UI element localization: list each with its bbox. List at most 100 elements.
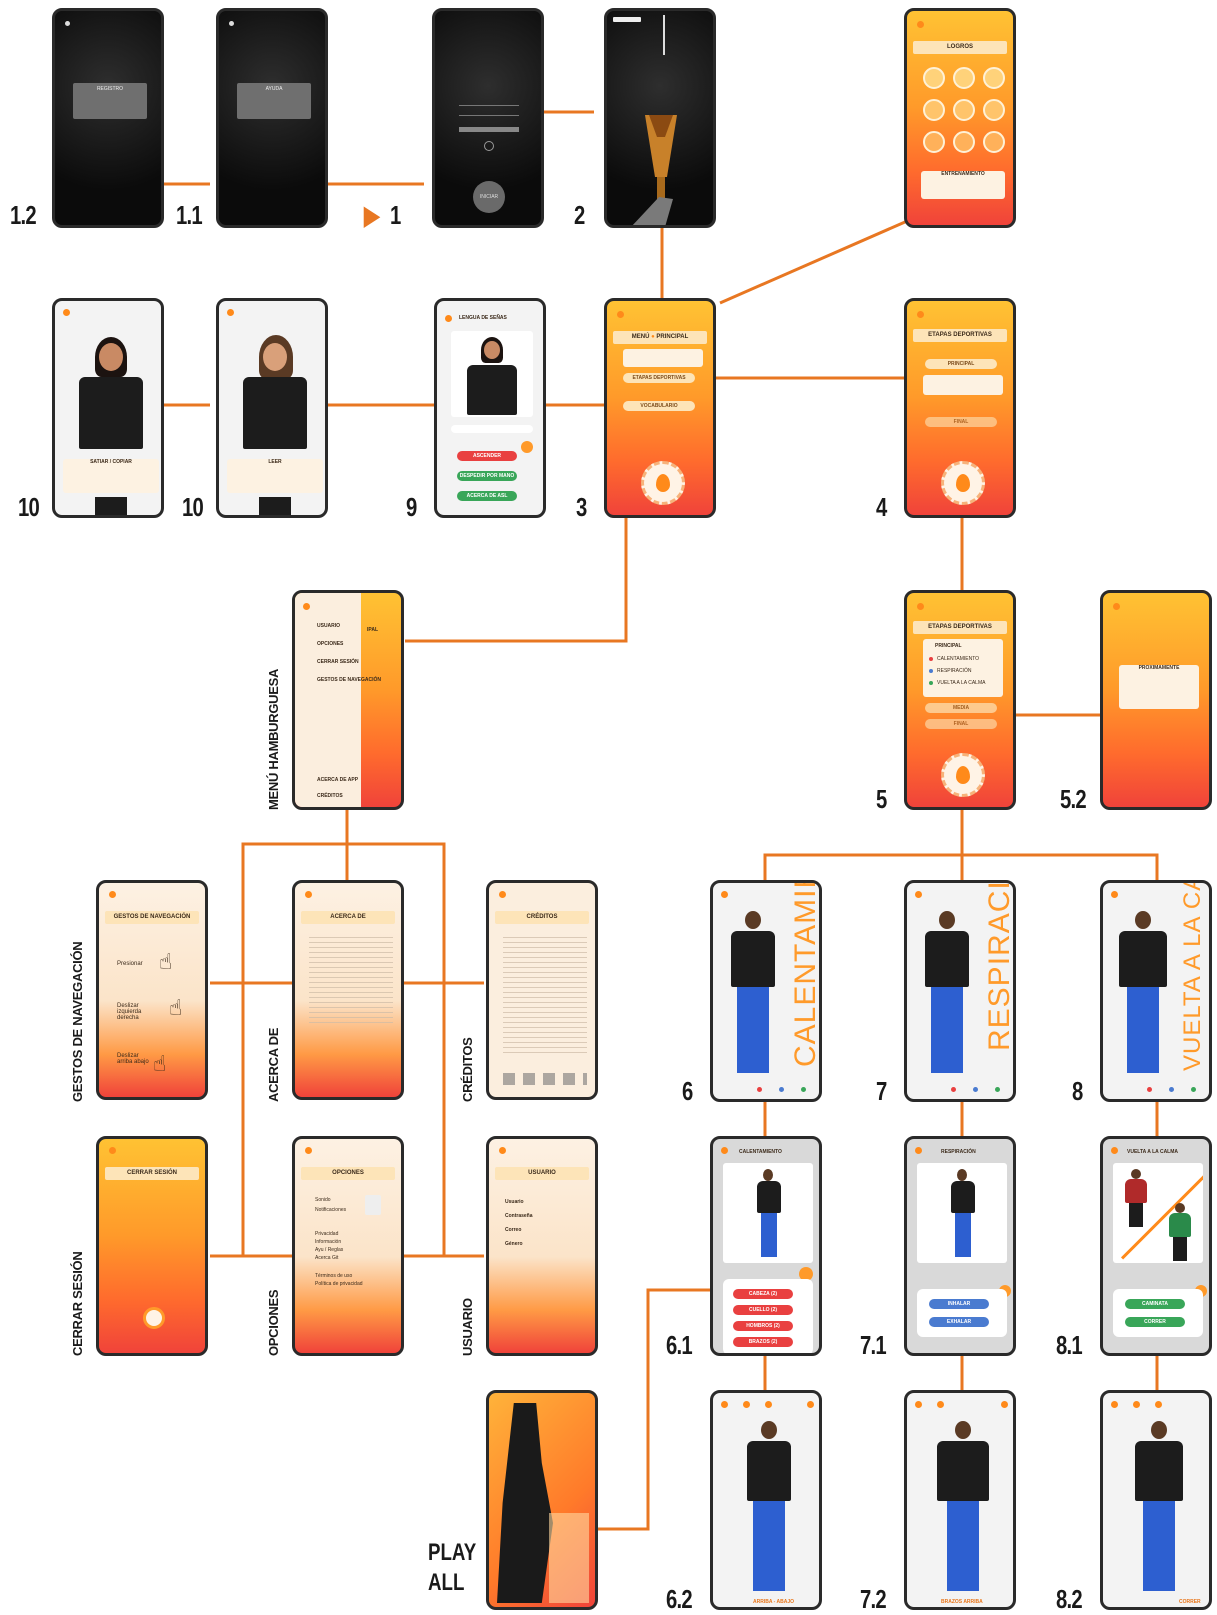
control-dot[interactable] <box>743 1401 750 1408</box>
option-item[interactable]: Ayu / Reglas <box>315 1247 344 1253</box>
menu-dot[interactable] <box>917 21 924 28</box>
page-dot[interactable] <box>973 1087 978 1092</box>
menu-item[interactable]: VOCABULARIO <box>623 401 695 411</box>
screen-video-7-2[interactable]: BRAZOS ARRIBA <box>904 1390 1016 1610</box>
exercise-pill[interactable]: CAMINATA <box>1125 1299 1185 1309</box>
exercise-pill[interactable]: HOMBROS (2) <box>733 1321 793 1331</box>
screen-vuelta-calma[interactable]: VUELTA A LA CALMA <box>1100 880 1212 1102</box>
stage-item[interactable]: RESPIRACIÓN <box>937 668 972 674</box>
drawer-item-acerca[interactable]: ACERCA DE APP <box>317 777 359 783</box>
screen-opciones[interactable]: OPCIONES Sonido Notificaciones Privacida… <box>292 1136 404 1356</box>
menu-dot[interactable] <box>499 891 506 898</box>
screen-lengua[interactable]: LENGUA DE SEÑAS ASCENDER DESPEDIR POR MA… <box>434 298 546 518</box>
page-dot[interactable] <box>1191 1087 1196 1092</box>
menu-dot[interactable] <box>917 311 924 318</box>
screen-video-8-2[interactable]: CORRER <box>1100 1390 1212 1610</box>
menu-dot[interactable] <box>721 1147 728 1154</box>
screen-acerca[interactable]: ACERCA DE <box>292 880 404 1100</box>
menu-dot[interactable] <box>915 1147 922 1154</box>
screen-etapas-5[interactable]: ETAPAS DEPORTIVAS PRINCIPAL CALENTAMIENT… <box>904 590 1016 810</box>
screen-respiracion-detail[interactable]: RESPIRACIÓN INHALAR EXHALAR <box>904 1136 1016 1356</box>
menu-dot[interactable] <box>305 891 312 898</box>
option-item[interactable]: Política de privacidad <box>315 1281 363 1287</box>
video-frame[interactable] <box>451 331 533 417</box>
screen-gestos[interactable]: GESTOS DE NAVEGACIÓN Presionar ☝ Desliza… <box>96 880 208 1100</box>
option-item[interactable]: Acerca Git <box>315 1255 339 1261</box>
timer-icon[interactable] <box>799 1267 813 1281</box>
screen-torch[interactable] <box>604 8 716 228</box>
stage-final[interactable]: FINAL <box>925 417 997 427</box>
control-dot[interactable] <box>1133 1401 1140 1408</box>
menu-item[interactable]: ETAPAS DEPORTIVAS <box>623 373 695 383</box>
menu-dot[interactable] <box>109 891 116 898</box>
stage-media[interactable]: MEDIA <box>925 703 997 713</box>
page-dot[interactable] <box>1147 1087 1152 1092</box>
screen-ayuda[interactable]: AYUDA <box>216 8 328 228</box>
search-icon[interactable] <box>521 441 533 453</box>
menu-dot[interactable] <box>445 315 452 322</box>
control-dot[interactable] <box>807 1401 814 1408</box>
menu-dot[interactable] <box>1113 603 1120 610</box>
stage-final[interactable]: FINAL <box>925 719 997 729</box>
menu-dot[interactable] <box>915 891 922 898</box>
exercise-pill[interactable]: CORRER <box>1125 1317 1185 1327</box>
menu-dot[interactable] <box>227 309 234 316</box>
option-item[interactable]: Notificaciones <box>315 1207 347 1213</box>
drawer-item-gestos[interactable]: GESTOS DE NAVEGACIÓN <box>317 677 381 683</box>
sign-button[interactable]: DESPEDIR POR MANO <box>457 471 517 481</box>
drawer-item-cerrar[interactable]: CERRAR SESIÓN <box>317 659 359 665</box>
menu-dot[interactable] <box>109 1147 116 1154</box>
screen-menu-principal[interactable]: MENÚ ● PRINCIPAL ETAPAS DEPORTIVAS VOCAB… <box>604 298 716 518</box>
screen-cerrar-sesion[interactable]: CERRAR SESIÓN <box>96 1136 208 1356</box>
login-field[interactable] <box>459 99 519 106</box>
screen-vuelta-detail[interactable]: VUELTA A LA CALMA CAMINATA CORRER <box>1100 1136 1212 1356</box>
page-dot[interactable] <box>951 1087 956 1092</box>
stage-item[interactable]: CALENTAMIENTO <box>937 656 980 662</box>
exercise-pill[interactable]: INHALAR <box>929 1299 989 1309</box>
stage-principal[interactable]: PRINCIPAL <box>935 643 962 649</box>
screen-sign-10a[interactable]: SATIAR / COPIAR <box>52 298 164 518</box>
control-dot[interactable] <box>1155 1401 1162 1408</box>
drawer-item-creditos[interactable]: CRÉDITOS <box>317 793 343 799</box>
exercise-pill[interactable]: BRAZOS (2) <box>733 1337 793 1347</box>
control-dot[interactable] <box>937 1401 944 1408</box>
screen-calentamiento[interactable]: CALENTAMIENTO <box>710 880 822 1102</box>
control-dot[interactable] <box>915 1401 922 1408</box>
sign-button[interactable]: ACERCA DE ASL <box>457 491 517 501</box>
toggle-switch[interactable] <box>365 1195 381 1215</box>
page-dot[interactable] <box>779 1087 784 1092</box>
exercise-pill[interactable]: CUELLO (2) <box>733 1305 793 1315</box>
control-dot[interactable] <box>721 1401 728 1408</box>
start-button[interactable]: INICIAR <box>473 181 505 213</box>
menu-dot[interactable] <box>63 309 70 316</box>
screen-proximamente[interactable]: PRÓXIMAMENTE <box>1100 590 1212 810</box>
page-dot[interactable] <box>801 1087 806 1092</box>
screen-sign-10b[interactable]: LEER <box>216 298 328 518</box>
stage-item[interactable]: VUELTA A LA CALMA <box>937 680 986 686</box>
control-dot[interactable] <box>1001 1401 1008 1408</box>
power-button-icon[interactable] <box>143 1307 165 1329</box>
control-dot[interactable] <box>765 1401 772 1408</box>
screen-logros[interactable]: LOGROS ENTRENAMIENTO <box>904 8 1016 228</box>
option-item[interactable]: Información <box>315 1239 342 1245</box>
login-field[interactable] <box>459 109 519 116</box>
screen-usuario[interactable]: USUARIO Usuario Contraseña Correo Género <box>486 1136 598 1356</box>
menu-dot[interactable] <box>499 1147 506 1154</box>
page-dot[interactable] <box>757 1087 762 1092</box>
option-item[interactable]: Sonido <box>315 1197 331 1203</box>
search-input[interactable] <box>451 425 533 433</box>
page-dot[interactable] <box>995 1087 1000 1092</box>
screen-registro[interactable]: REGISTRO <box>52 8 164 228</box>
sign-button[interactable]: ASCENDER <box>457 451 517 461</box>
screen-hamburger[interactable]: IPAL USUARIO OPCIONES CERRAR SESIÓN GEST… <box>292 590 404 810</box>
menu-dot[interactable] <box>1111 891 1118 898</box>
help-icon[interactable] <box>484 141 494 151</box>
menu-dot[interactable] <box>1111 1147 1118 1154</box>
menu-dot[interactable] <box>305 1147 312 1154</box>
option-item[interactable]: Términos de uso <box>315 1273 353 1279</box>
exercise-pill[interactable]: EXHALAR <box>929 1317 989 1327</box>
menu-dot[interactable] <box>617 311 624 318</box>
menu-dot[interactable] <box>917 603 924 610</box>
menu-dot[interactable] <box>721 891 728 898</box>
option-item[interactable]: Privacidad <box>315 1231 339 1237</box>
